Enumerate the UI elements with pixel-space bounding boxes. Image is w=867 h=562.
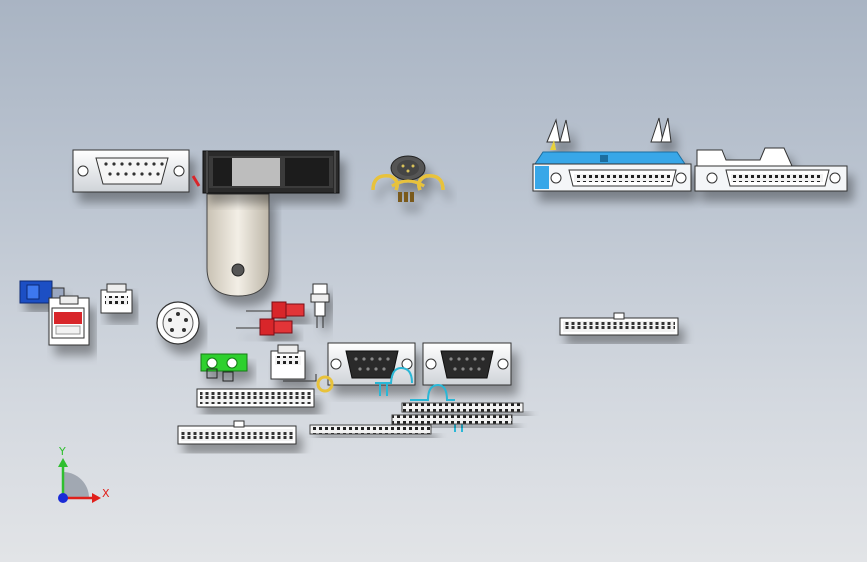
rj11-jack[interactable]: [100, 283, 133, 314]
din-socket-round[interactable]: [156, 301, 200, 345]
triad-x-label: X: [102, 487, 110, 500]
db9-connector-right[interactable]: [422, 342, 512, 386]
scsi-connector-white[interactable]: [694, 147, 848, 192]
cooling-fan[interactable]: [202, 150, 340, 194]
rj45-jack[interactable]: [48, 295, 90, 346]
triad-z-axis: [58, 493, 68, 503]
fan-mount-bracket[interactable]: [206, 193, 270, 297]
led-red-upper[interactable]: [246, 301, 305, 319]
led-red-lower[interactable]: [236, 318, 293, 336]
idc-header-40pin[interactable]: [196, 388, 315, 408]
scsi-connector-blue[interactable]: [532, 117, 692, 192]
idc-header-34pin[interactable]: [177, 420, 297, 445]
dip-switch-blue[interactable]: [19, 280, 65, 304]
reference-triad: X Y: [58, 445, 110, 503]
db15-connector[interactable]: [72, 149, 201, 193]
panel-jack[interactable]: [310, 283, 330, 328]
pin-header-strip-3[interactable]: [309, 424, 432, 435]
db9-connector-left[interactable]: [327, 342, 416, 386]
triad-y-label: Y: [58, 445, 66, 458]
terminal-block-green[interactable]: [200, 353, 248, 382]
pin-header-strip-1[interactable]: [401, 402, 524, 413]
rj11-jack-small[interactable]: [270, 344, 317, 382]
idc-header-right[interactable]: [559, 312, 679, 336]
pin-header-strip-2[interactable]: [391, 414, 513, 425]
mini-din-connector[interactable]: [371, 155, 445, 202]
db15-pin-field: [104, 162, 164, 176]
